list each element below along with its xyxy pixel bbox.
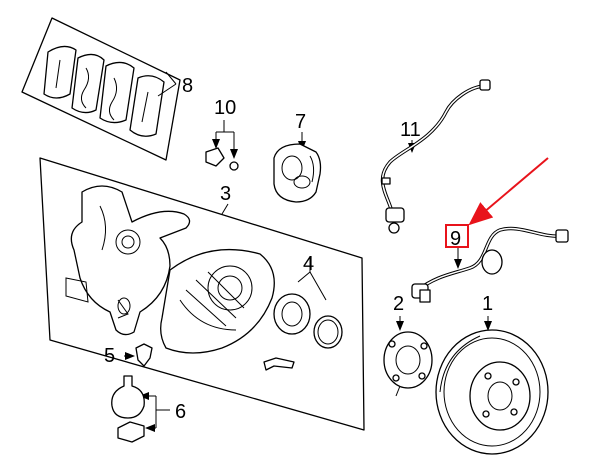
castle-nut xyxy=(117,421,145,443)
steering-knuckle xyxy=(70,185,191,336)
label-10: 10 xyxy=(214,97,236,119)
brake-pad-4 xyxy=(129,75,165,137)
highlight-annotation xyxy=(445,157,549,248)
knuckle-panel-group xyxy=(39,157,365,431)
callout-labels: 1 2 3 4 5 6 7 8 9 10 11 xyxy=(104,75,493,423)
ball-joint-group xyxy=(111,375,170,443)
wheel-hub xyxy=(383,331,433,389)
bolt xyxy=(263,357,295,371)
label-3: 3 xyxy=(220,183,231,205)
label-5: 5 xyxy=(104,345,115,367)
clip-nut xyxy=(229,161,239,171)
rotor-group xyxy=(435,316,549,455)
bracket-clip xyxy=(205,147,225,167)
brake-pad-3 xyxy=(99,61,135,124)
highlight-box xyxy=(445,224,469,248)
brake-pad-2 xyxy=(71,53,105,114)
label-8: 8 xyxy=(182,75,193,97)
label-7: 7 xyxy=(295,111,306,133)
label-9: 9 xyxy=(450,228,461,250)
abs-sensor-front-group xyxy=(380,79,491,234)
grommet-9 xyxy=(481,249,503,275)
label-11: 11 xyxy=(400,119,421,141)
abs-sensor-wire-11 xyxy=(380,84,487,213)
label-1: 1 xyxy=(482,293,493,315)
abs-connector-9 xyxy=(555,229,569,243)
bolt-5 xyxy=(135,343,153,367)
abs-sensor-rear-group xyxy=(411,226,569,303)
label-4: 4 xyxy=(303,253,314,275)
part-10-hardware xyxy=(205,120,239,171)
brake-pad-1 xyxy=(43,45,77,99)
ball-joint xyxy=(111,375,145,419)
dust-shield xyxy=(160,248,275,354)
highlight-arrow xyxy=(468,157,549,226)
label-6: 6 xyxy=(175,401,186,423)
abs-connector-11 xyxy=(479,79,491,91)
abs-sensor-head-11 xyxy=(385,207,405,223)
label-2: 2 xyxy=(393,293,404,315)
bolt-5-group xyxy=(124,343,153,367)
caliper-group xyxy=(273,132,322,203)
brake-pads-group xyxy=(21,17,181,161)
wheel-bearing xyxy=(273,293,311,335)
hub-group xyxy=(383,316,433,397)
